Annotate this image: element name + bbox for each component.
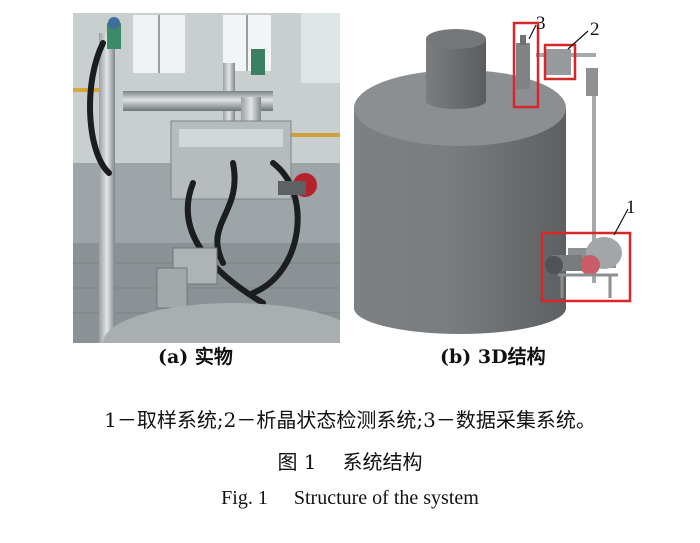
figure-caption-en: Fig. 1 Structure of the system [0, 487, 700, 510]
callout-label-1: 1 [626, 197, 636, 218]
callout-label-2: 2 [590, 19, 600, 40]
callout-box-2 [543, 43, 577, 81]
figure-label-cn: 图 1 [277, 450, 317, 474]
figure-legend: 1－取样系统;2－析晶状态检测系统;3－数据采集系统。 [104, 408, 596, 432]
equipment-photo [73, 13, 340, 343]
figure-title-en: Structure of the system [293, 487, 479, 509]
figure-title-cn: 系统结构 [342, 450, 423, 474]
callout-box-1 [540, 231, 632, 303]
figure-label-en: Fig. 1 [221, 487, 268, 509]
figure-caption-cn: 图 1 系统结构 [0, 446, 700, 475]
3d-structure-drawing: 3 2 1 [354, 13, 636, 334]
subfigure-a-caption: (a) 实物 [158, 346, 233, 368]
callout-box-3 [512, 21, 540, 109]
subfigure-b-caption: (b) 3D结构 [440, 346, 546, 368]
callout-label-3: 3 [536, 13, 546, 34]
